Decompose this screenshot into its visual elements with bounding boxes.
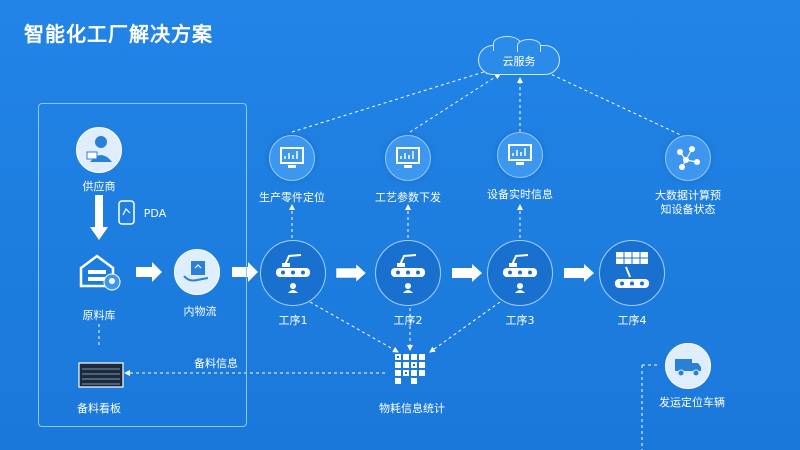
supply-area-frame: [38, 103, 247, 427]
monitor-icon: [280, 147, 304, 168]
robot-arm-icon: [615, 252, 649, 288]
hand-box-icon: [183, 261, 209, 282]
process-1-node: [260, 240, 326, 306]
robot-arm-icon: [391, 254, 425, 293]
service-process-params-label: 工艺参数下发: [375, 191, 441, 204]
monitor-icon: [396, 147, 420, 168]
prep-info-label: 备料信息: [194, 357, 238, 370]
supplier-label: 供应商: [82, 180, 116, 193]
service-bigdata-label-1: 大数据计算预: [655, 189, 721, 202]
process-4-node: [599, 240, 665, 306]
cloud-label: 云服务: [502, 55, 536, 68]
robot-arm-icon: [503, 254, 537, 293]
phone-icon: [118, 200, 135, 225]
cloud-icon: 云服务: [478, 36, 560, 75]
process-1-label: 工序1: [278, 314, 308, 327]
display-board-icon: [78, 362, 124, 388]
robot-arm-icon: [276, 254, 310, 293]
logistics-label: 内物流: [183, 305, 217, 318]
logistics-node: [174, 249, 220, 295]
process-2-node: [375, 240, 441, 306]
service-device-info-label: 设备实时信息: [487, 188, 553, 201]
warehouse-label: 原料库: [82, 309, 116, 322]
service-process-params-node: [385, 135, 431, 181]
service-bigdata-node: [665, 135, 711, 181]
service-device-info-node: [497, 132, 543, 178]
warehouse-icon: [79, 254, 121, 291]
network-icon: [677, 146, 700, 170]
page-title: 智能化工厂解决方案: [24, 22, 213, 46]
vehicle-node: [665, 343, 711, 389]
process-2-label: 工序2: [393, 314, 423, 327]
board-label: 备料看板: [77, 402, 121, 415]
grid-chart-icon: [395, 354, 425, 384]
process-4-label: 工序4: [617, 314, 647, 327]
process-3-label: 工序3: [505, 314, 535, 327]
process-3-node: [487, 240, 553, 306]
service-part-location-label: 生产零件定位: [259, 191, 325, 204]
truck-icon: [675, 359, 701, 377]
person-icon: [86, 136, 112, 162]
monitor-icon: [508, 144, 532, 165]
service-part-location-node: [269, 135, 315, 181]
stats-label: 物耗信息统计: [379, 402, 445, 415]
supplier-node: [76, 127, 122, 173]
pda-label: PDA: [143, 207, 167, 220]
vehicle-label: 发运定位车辆: [659, 396, 725, 409]
service-bigdata-label-2: 知设备状态: [660, 203, 716, 216]
